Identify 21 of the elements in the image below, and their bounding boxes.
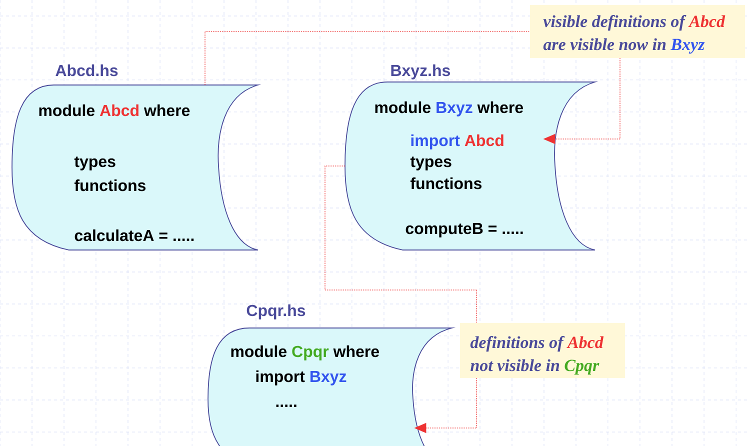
code-line: functions (410, 177, 482, 190)
connector-line (324, 166, 477, 324)
file-name: Abcd.hs (56, 64, 118, 76)
callout-text: are visible now in Bxyz (543, 38, 705, 54)
file-name: Cpqr.hs (246, 304, 306, 320)
code-line: import Bxyz (256, 370, 346, 386)
code-line: module Cpqr where (231, 345, 379, 360)
code-line: ..... (276, 404, 296, 407)
file-name: Bxyz.hs (391, 64, 450, 80)
callout-text: visible definitions ofAbcd (543, 15, 726, 31)
code-line: types (410, 156, 452, 170)
code-line: module Abcd where (39, 104, 190, 116)
code-line: module Bxyz where (375, 101, 524, 116)
code-line: types (74, 156, 116, 170)
code-line: import Abcd (411, 134, 504, 150)
code-line: computeB = ..... (406, 222, 523, 238)
code-line: functions (74, 179, 146, 192)
connector-line (204, 31, 530, 86)
callout-text: not visible in Cpqr (470, 359, 600, 375)
callout-text: definitions ofAbcd (470, 336, 604, 352)
code-line: calculateA = ..... (74, 229, 194, 242)
